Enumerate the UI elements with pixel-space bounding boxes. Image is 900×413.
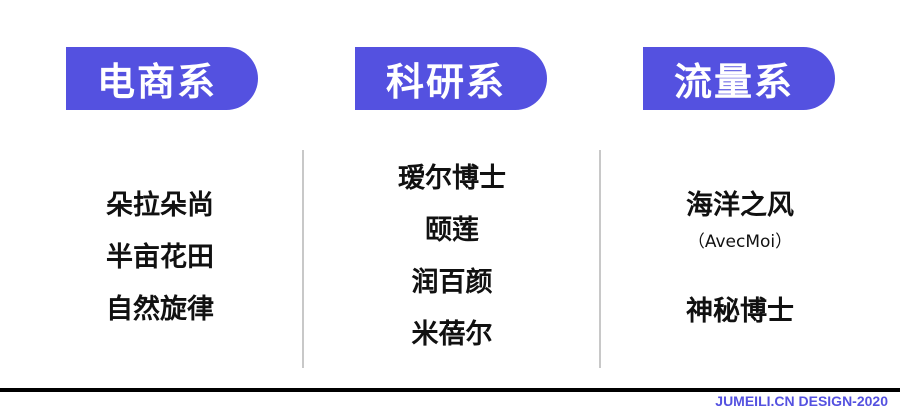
traffic-list: 海洋之风 （AvecMoi） 神秘博士 <box>620 180 860 338</box>
list-item: 半亩花田 <box>106 242 214 273</box>
divider <box>302 150 304 368</box>
list-item: 朵拉朵尚 <box>106 190 214 221</box>
footer-credit: JUMEILI.CN DESIGN-2020 <box>715 393 888 409</box>
divider <box>599 150 601 368</box>
list-item: 颐莲 <box>425 215 479 246</box>
list-item: 神秘博士 <box>686 296 794 327</box>
list-item: 自然旋律 <box>106 294 214 325</box>
list-item: 米蓓尔 <box>411 319 493 350</box>
category-tag-traffic: 流量系 <box>643 47 835 110</box>
list-item: 海洋之风 <box>686 190 794 221</box>
ecommerce-list: 朵拉朵尚 半亩花田 自然旋律 <box>40 180 280 336</box>
list-item: 瑷尔博士 <box>398 163 506 194</box>
footer-rule <box>0 388 900 392</box>
category-tag-ecommerce: 电商系 <box>66 47 258 110</box>
list-item: 润百颜 <box>411 267 493 298</box>
category-tag-research: 科研系 <box>355 47 547 110</box>
research-list: 瑷尔博士 颐莲 润百颜 米蓓尔 <box>332 153 572 361</box>
list-item-subtitle: （AvecMoi） <box>687 232 793 252</box>
